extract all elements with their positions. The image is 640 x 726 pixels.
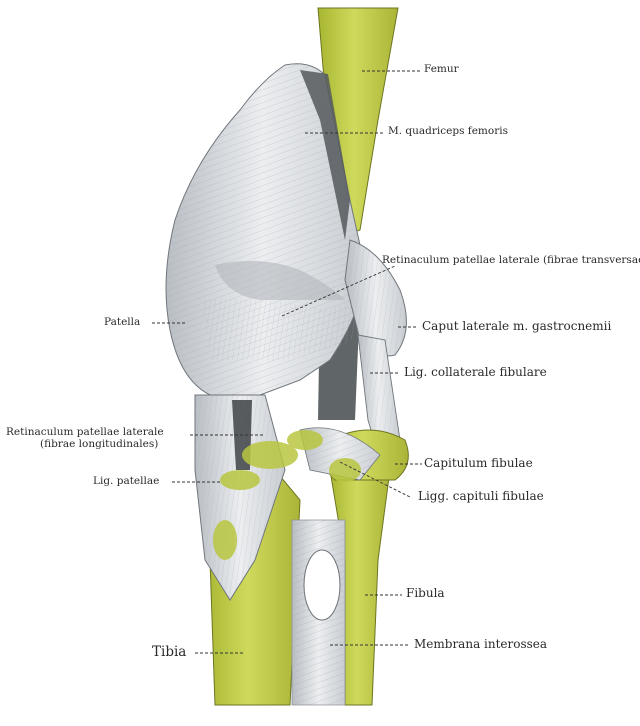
label-retinaculum-transversae: Retinaculum patellae laterale (fibrae tr… xyxy=(382,254,640,266)
leader-lines xyxy=(152,70,422,654)
label-retinaculum-longitudinales-1: Retinaculum patellae laterale xyxy=(6,426,164,438)
label-femur: Femur xyxy=(424,63,459,75)
label-patella: Patella xyxy=(104,316,141,328)
label-capitulum-fibulae: Capitulum fibulae xyxy=(424,456,533,470)
label-fibula: Fibula xyxy=(406,586,445,600)
bone-speckles xyxy=(213,430,361,560)
label-quadriceps: M. quadriceps femoris xyxy=(388,125,508,137)
label-retinaculum-longitudinales-2: (fibrae longitudinales) xyxy=(40,438,159,450)
label-lig-collaterale: Lig. collaterale fibulare xyxy=(404,365,547,379)
label-tibia: Tibia xyxy=(152,644,187,660)
label-membrana-interossea: Membrana interossea xyxy=(414,637,548,651)
membrana-opening xyxy=(303,549,341,621)
retinaculum-transversae xyxy=(200,290,400,360)
label-lig-patellae: Lig. patellae xyxy=(93,475,160,487)
label-ligg-capituli: Ligg. capituli fibulae xyxy=(418,489,544,503)
label-caput-gastrocnemii: Caput laterale m. gastrocnemii xyxy=(422,319,612,333)
